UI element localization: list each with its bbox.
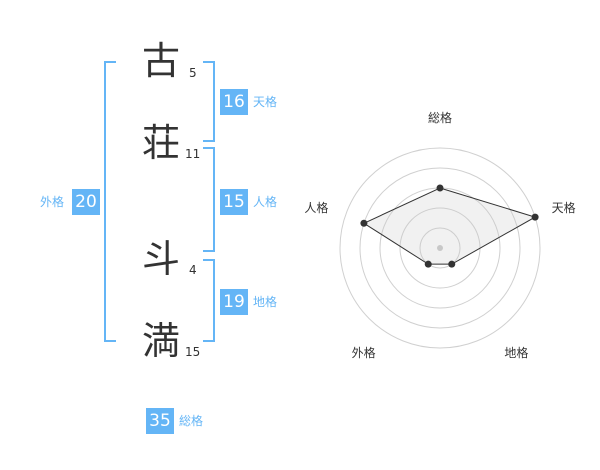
soukaku-label: 総格: [179, 414, 204, 428]
chikaku-value: 19: [220, 289, 248, 315]
jinkaku-label: 人格: [253, 195, 278, 209]
stroke-count-1: 5: [189, 66, 197, 80]
radar-ring: [339, 147, 541, 349]
radar-center-dot: [437, 245, 443, 251]
soukaku-value: 35: [146, 408, 174, 434]
gaikaku-label: 外格: [40, 195, 65, 209]
radar-axis-label: 総格: [428, 110, 452, 125]
radar-point-2: [531, 213, 539, 221]
tenkaku-value: 16: [220, 89, 248, 115]
radar-point-1: [436, 184, 444, 192]
jinkaku-bracket: [203, 147, 215, 252]
radar-ring: [359, 167, 521, 329]
radar-axis-label: 外格: [352, 345, 376, 360]
radar-point-3: [448, 260, 456, 268]
name-char-2: 荘: [142, 121, 181, 165]
tenkaku-label: 天格: [253, 95, 278, 109]
radar-point-4: [424, 260, 432, 268]
jinkaku-value: 15: [220, 189, 248, 215]
stroke-count-2: 11: [185, 147, 201, 161]
chikaku-label: 地格: [253, 295, 278, 309]
chikaku-bracket: [203, 259, 215, 342]
stroke-count-3: 4: [189, 263, 197, 277]
radar-polygon: [362, 187, 537, 265]
radar-axis-label: 天格: [552, 200, 576, 215]
radar-axis-label: 人格: [304, 200, 328, 215]
radar-point-5: [360, 219, 368, 227]
tenkaku-bracket: [203, 61, 215, 142]
gaikaku-value: 20: [72, 189, 100, 215]
stroke-count-4: 15: [185, 345, 201, 359]
radar-axis-label: 地格: [504, 345, 528, 360]
gaikaku-bracket: [104, 61, 116, 342]
name-char-1: 古: [142, 39, 181, 83]
name-char-4: 満: [142, 319, 181, 363]
radar-points: [360, 184, 539, 268]
name-char-3: 斗: [142, 237, 181, 281]
radar-ring: [419, 227, 461, 269]
